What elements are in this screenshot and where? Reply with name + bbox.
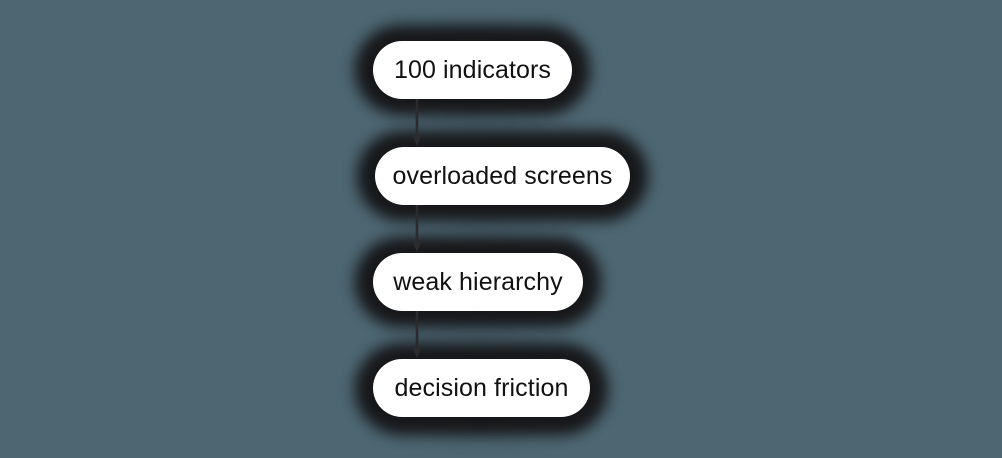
connector-arrow-2 (411, 205, 423, 253)
flow-node-label: overloaded screens (392, 161, 613, 190)
flow-node-100-indicators[interactable]: 100 indicators (373, 41, 572, 99)
connector-arrow-3 (411, 311, 423, 359)
flow-node-label: 100 indicators (393, 55, 552, 84)
flow-node-label: weak hierarchy (393, 267, 563, 296)
flow-node-label: decision friction (394, 373, 569, 402)
flow-node-decision-friction[interactable]: decision friction (373, 359, 590, 417)
flow-node-overloaded-screens[interactable]: overloaded screens (375, 147, 630, 205)
flow-node-weak-hierarchy[interactable]: weak hierarchy (373, 253, 583, 311)
connector-arrow-1 (411, 99, 423, 147)
